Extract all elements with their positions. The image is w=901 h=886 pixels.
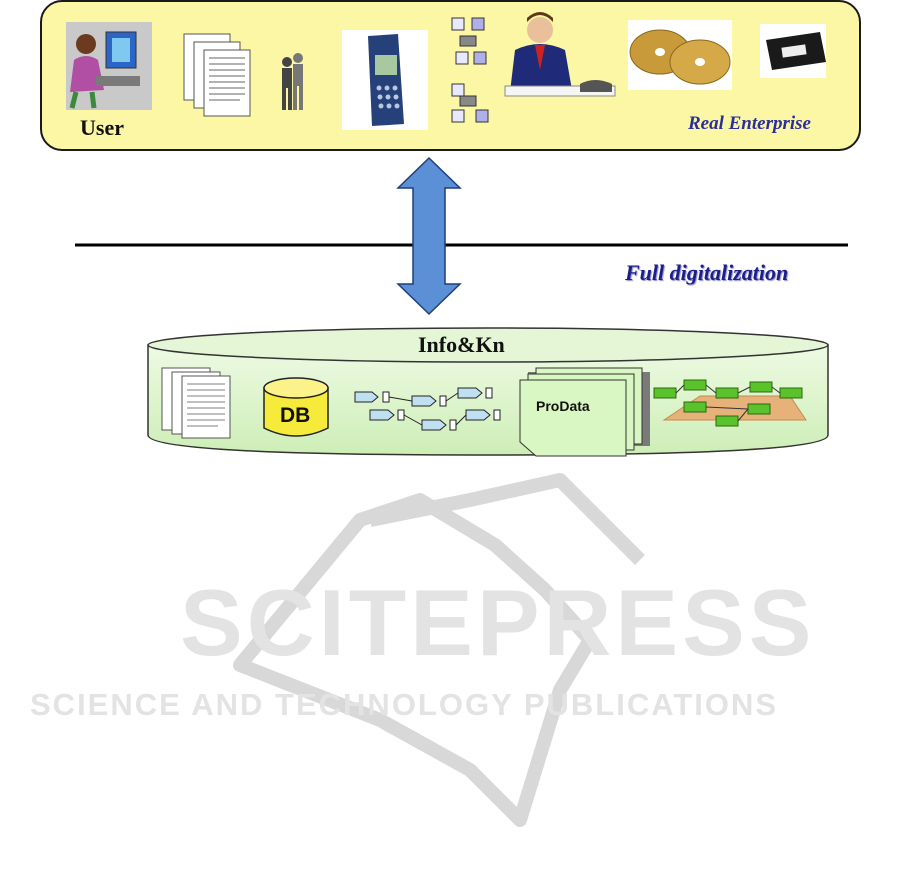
svg-text:SCITEPRESS: SCITEPRESS — [180, 570, 816, 675]
db-label: DB — [280, 404, 310, 428]
info-kn-title: Info&Kn — [418, 332, 505, 358]
prodata-label: ProData — [536, 398, 590, 414]
svg-text:SCIENCE AND TECHNOLOGY PUBLICA: SCIENCE AND TECHNOLOGY PUBLICATIONS — [30, 687, 778, 722]
knowledge-documents-icon — [162, 368, 230, 438]
info-kn-cylinder — [0, 0, 901, 470]
